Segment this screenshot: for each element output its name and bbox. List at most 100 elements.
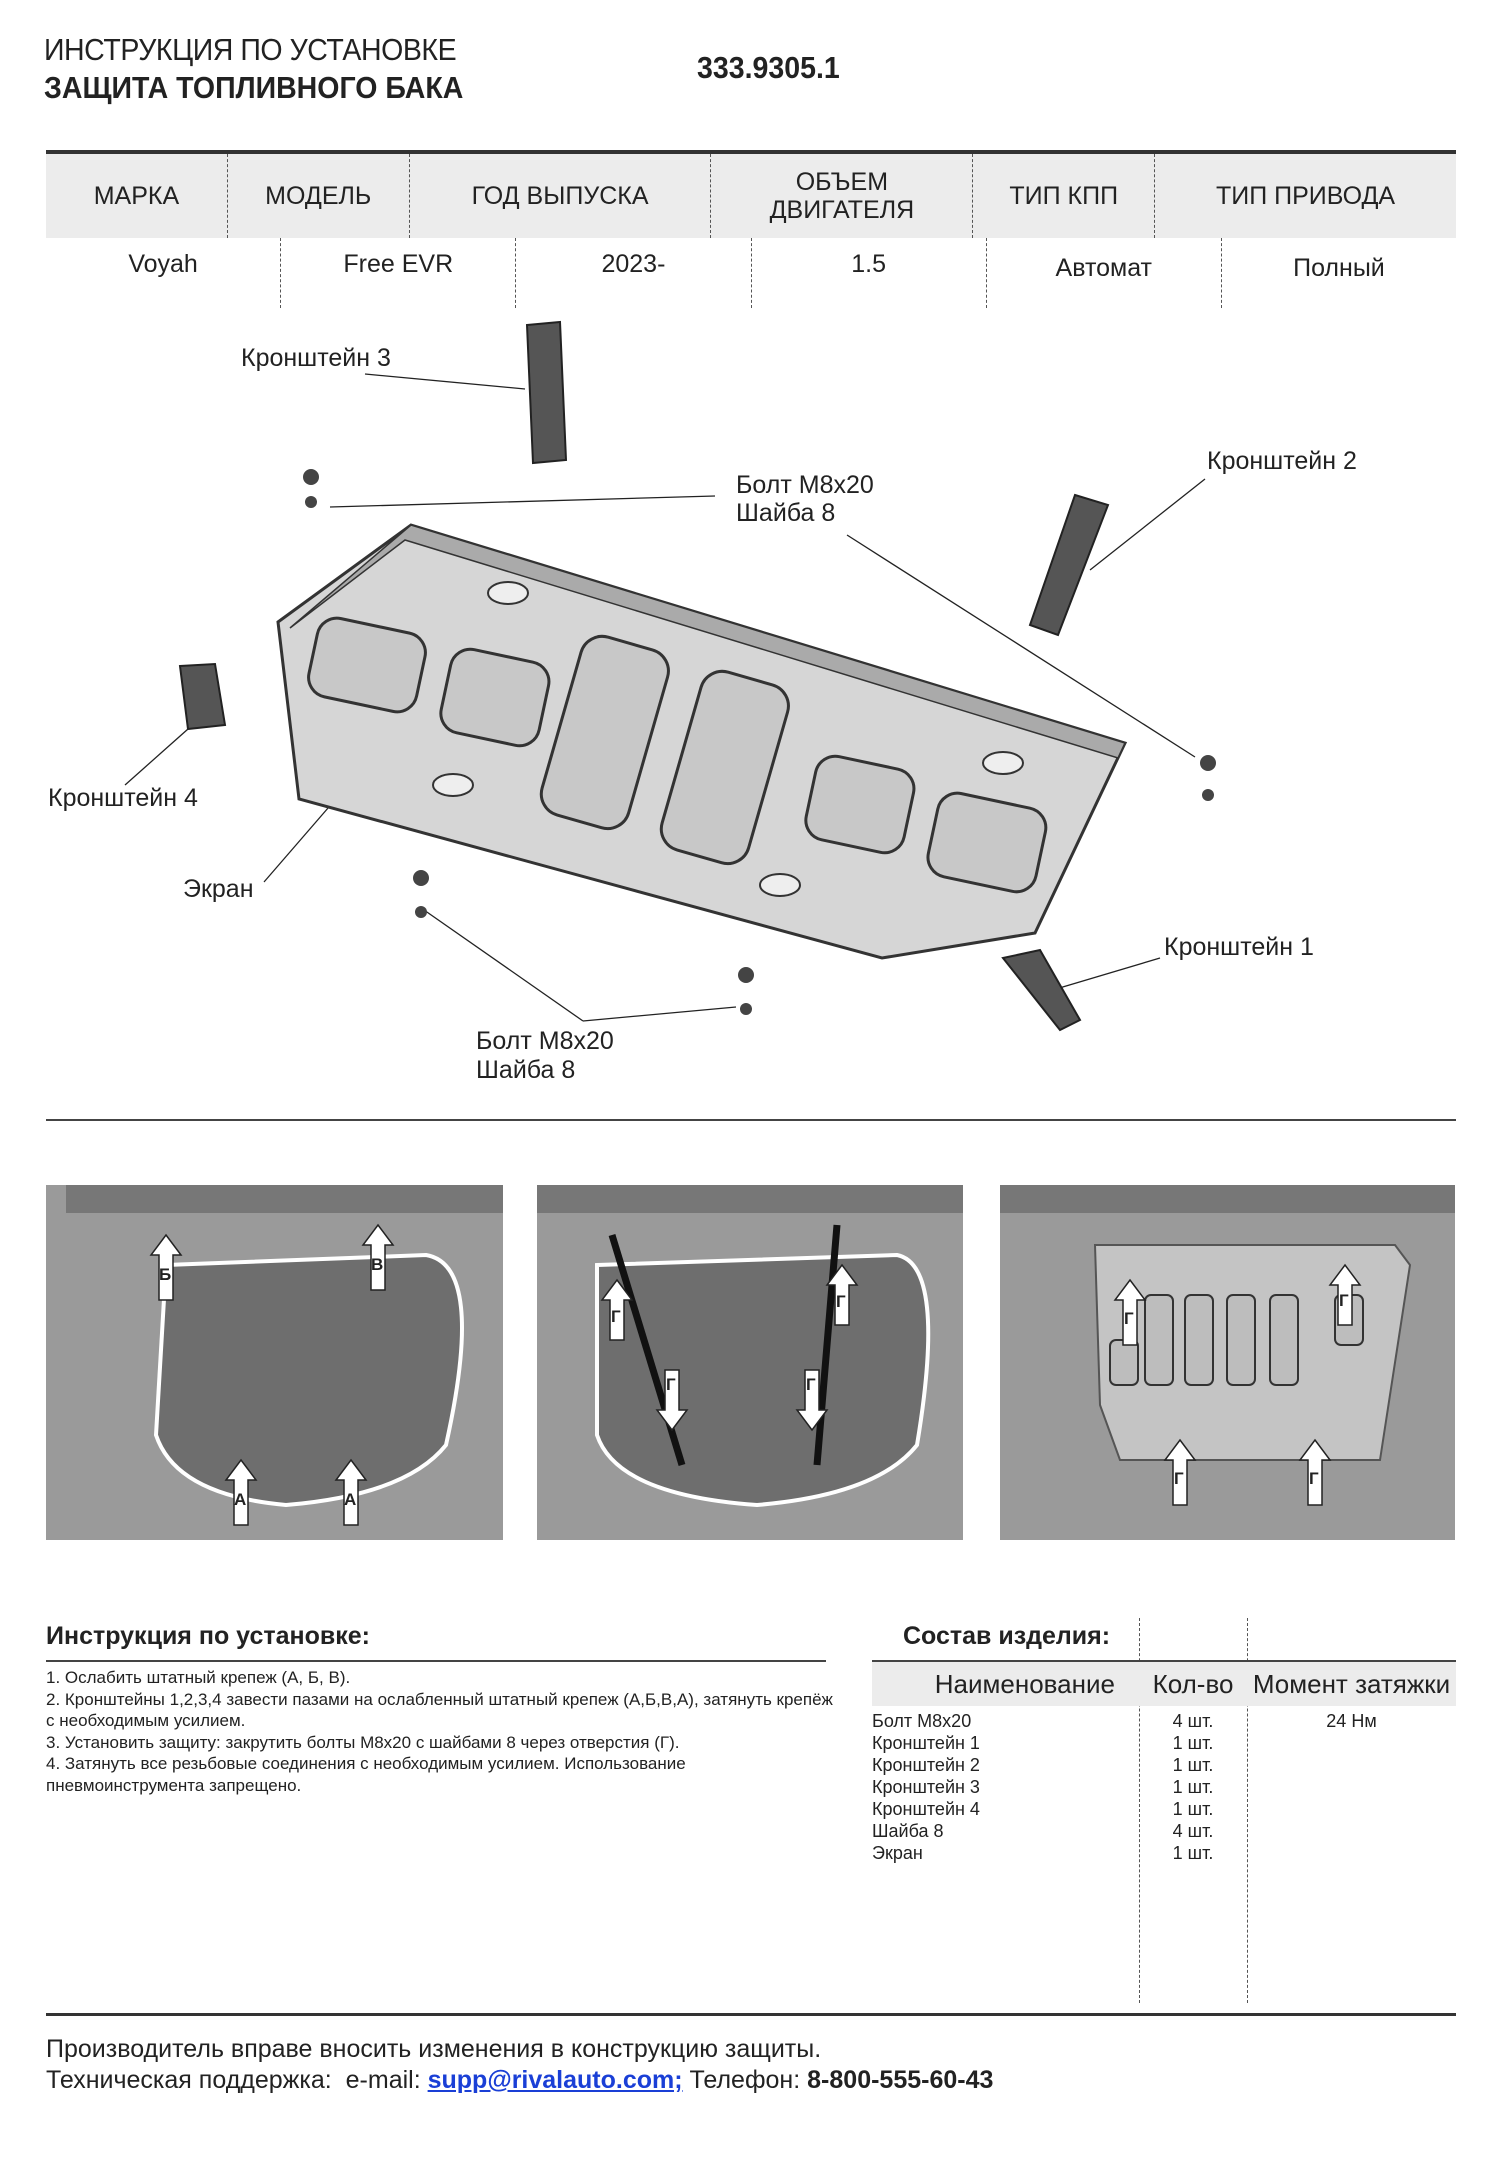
photo-step-1: Б В А А bbox=[46, 1185, 506, 1540]
col-name: Наименование bbox=[934, 1668, 1115, 1699]
item-name: Кронштейн 1 bbox=[872, 1733, 980, 1753]
instruction-step: 4. Затянуть все резьбовые соединения с н… bbox=[46, 1754, 686, 1795]
mark-a: А bbox=[234, 1490, 247, 1509]
mark-g: Г bbox=[611, 1307, 621, 1326]
label-bracket-3: Кронштейн 3 bbox=[241, 344, 391, 372]
col-qty: Кол-во bbox=[1152, 1668, 1234, 1699]
footer-notice: Производитель вправе вносить изменения в… bbox=[46, 2035, 822, 2063]
footer-support: Техническая поддержка: e-mail: supp@riva… bbox=[46, 2066, 993, 2095]
spec-value: Автомат bbox=[987, 238, 1222, 308]
email-label: e-mail: bbox=[345, 2066, 421, 2094]
brackets bbox=[178, 320, 1110, 1032]
composition-heading: Состав изделия: bbox=[903, 1622, 1111, 1650]
item-torque bbox=[1247, 1754, 1456, 1776]
item-name: Кронштейн 3 bbox=[872, 1777, 980, 1797]
spec-header: ТИП ПРИВОДА bbox=[1215, 182, 1396, 210]
item-qty: 1 шт. bbox=[1172, 1799, 1214, 1819]
item-qty: 4 шт. bbox=[1172, 1711, 1214, 1731]
support-phone: 8-800-555-60-43 bbox=[807, 2066, 994, 2094]
mark-v: В bbox=[371, 1255, 384, 1274]
doc-subtitle: ИНСТРУКЦИЯ ПО УСТАНОВКЕ bbox=[44, 32, 457, 67]
skid-plate-screen bbox=[276, 523, 1128, 960]
spec-header: ТИП КПП bbox=[973, 154, 1156, 238]
label-bolt-bottom: Болт М8х20 bbox=[476, 1027, 614, 1055]
item-qty: 1 шт. bbox=[1172, 1733, 1214, 1753]
item-qty: 1 шт. bbox=[1172, 1843, 1214, 1863]
label-washer-top: Шайба 8 bbox=[736, 499, 836, 527]
vehicle-spec-table: МАРКА МОДЕЛЬ ГОД ВЫПУСКА ОБЪЕМ ДВИГАТЕЛЯ… bbox=[46, 154, 1456, 308]
table-row: Кронштейн 1 1 шт. bbox=[872, 1732, 1456, 1754]
spec-value-row: Voyah Free EVR 2023- 1.5 Автомат Полный bbox=[46, 238, 1456, 308]
col-divider bbox=[1139, 1618, 1140, 2003]
label-bracket-4: Кронштейн 4 bbox=[48, 784, 198, 812]
instruction-step: 1. Ослабить штатный крепеж (А, Б, В). bbox=[46, 1668, 351, 1687]
spec-header: ГОД ВЫПУСКА bbox=[410, 154, 712, 238]
spec-value: 1.5 bbox=[752, 238, 987, 308]
mark-a: А bbox=[344, 1490, 357, 1509]
item-torque bbox=[1247, 1732, 1456, 1754]
bracket-1-icon bbox=[1001, 948, 1082, 1032]
item-name: Экран bbox=[872, 1843, 923, 1863]
section-divider bbox=[46, 1119, 1456, 1121]
label-washer-bottom: Шайба 8 bbox=[476, 1056, 576, 1084]
spec-value: Voyah bbox=[46, 238, 282, 308]
mark-g: Г bbox=[1174, 1469, 1184, 1488]
item-torque bbox=[1247, 1820, 1456, 1842]
bracket-4-icon bbox=[178, 662, 227, 731]
table-row: Кронштейн 2 1 шт. bbox=[872, 1754, 1456, 1776]
table-row: Шайба 8 4 шт. bbox=[872, 1820, 1456, 1842]
mark-g: Г bbox=[1124, 1309, 1134, 1328]
table-row: Кронштейн 3 1 шт. bbox=[872, 1776, 1456, 1798]
item-torque: 24 Нм bbox=[1326, 1711, 1377, 1731]
item-qty: 4 шт. bbox=[1172, 1821, 1214, 1841]
bolts bbox=[303, 469, 1216, 1015]
table-row: Кронштейн 4 1 шт. bbox=[872, 1798, 1456, 1820]
label-bracket-1: Кронштейн 1 bbox=[1164, 933, 1314, 961]
doc-title: ЗАЩИТА ТОПЛИВНОГО БАКА bbox=[44, 70, 464, 105]
item-qty: 1 шт. bbox=[1172, 1777, 1214, 1797]
item-torque bbox=[1247, 1798, 1456, 1820]
mark-g: Г bbox=[1309, 1469, 1319, 1488]
instructions-rule bbox=[46, 1660, 826, 1662]
photo-step-3: Г Г Г Г bbox=[1000, 1185, 1455, 1540]
photo-step-2: Г Г Г Г bbox=[537, 1185, 963, 1540]
phone-label: Телефон: bbox=[689, 2066, 801, 2094]
instructions-list: 1. Ослабить штатный крепеж (А, Б, В). 2.… bbox=[46, 1667, 846, 1796]
label-screen: Экран bbox=[183, 875, 254, 903]
composition-header-row: Наименование Кол-во Момент затяжки bbox=[872, 1660, 1456, 1706]
bracket-3-icon bbox=[525, 320, 568, 465]
spec-value: Free EVR bbox=[281, 238, 517, 308]
bracket-2-icon bbox=[1028, 493, 1110, 637]
header-rule bbox=[46, 150, 1456, 154]
label-bracket-2: Кронштейн 2 bbox=[1207, 447, 1357, 475]
item-name: Кронштейн 4 bbox=[872, 1799, 980, 1819]
item-name: Кронштейн 2 bbox=[872, 1755, 980, 1775]
col-divider bbox=[1247, 1618, 1248, 2003]
spec-header-row: МАРКА МОДЕЛЬ ГОД ВЫПУСКА ОБЪЕМ ДВИГАТЕЛЯ… bbox=[46, 154, 1456, 238]
spec-header: МАРКА bbox=[46, 154, 228, 238]
table-row: Экран 1 шт. bbox=[872, 1842, 1456, 1864]
mark-g: Г bbox=[806, 1375, 816, 1394]
spec-header: МОДЕЛЬ bbox=[228, 154, 410, 238]
composition-table: Наименование Кол-во Момент затяжки Болт … bbox=[872, 1660, 1456, 1864]
support-label: Техническая поддержка: bbox=[46, 2066, 332, 2094]
item-torque bbox=[1247, 1842, 1456, 1864]
label-bolt-top: Болт М8х20 bbox=[736, 471, 874, 499]
instruction-step: 2. Кронштейны 1,2,3,4 завести пазами на … bbox=[46, 1689, 833, 1731]
item-name: Шайба 8 bbox=[872, 1821, 944, 1841]
mark-g: Г bbox=[666, 1375, 676, 1394]
spec-header: ОБЪЕМ ДВИГАТЕЛЯ bbox=[711, 154, 974, 238]
instruction-step: 3. Установить защиту: закрутить болты М8… bbox=[46, 1732, 680, 1752]
mark-g: Г bbox=[836, 1292, 846, 1311]
spec-value: 2023- bbox=[516, 238, 752, 308]
instructions-heading: Инструкция по установке: bbox=[46, 1622, 370, 1650]
item-qty: 1 шт. bbox=[1172, 1755, 1214, 1775]
article-number: 333.9305.1 bbox=[697, 50, 840, 85]
exploded-diagram bbox=[124, 320, 1216, 1032]
mark-g: Г bbox=[1339, 1291, 1349, 1310]
support-email-link[interactable]: supp@rivalauto.com; bbox=[427, 2066, 683, 2094]
spec-value: Полный bbox=[1293, 254, 1385, 282]
item-torque bbox=[1247, 1776, 1456, 1798]
col-torque: Момент затяжки bbox=[1252, 1668, 1451, 1699]
